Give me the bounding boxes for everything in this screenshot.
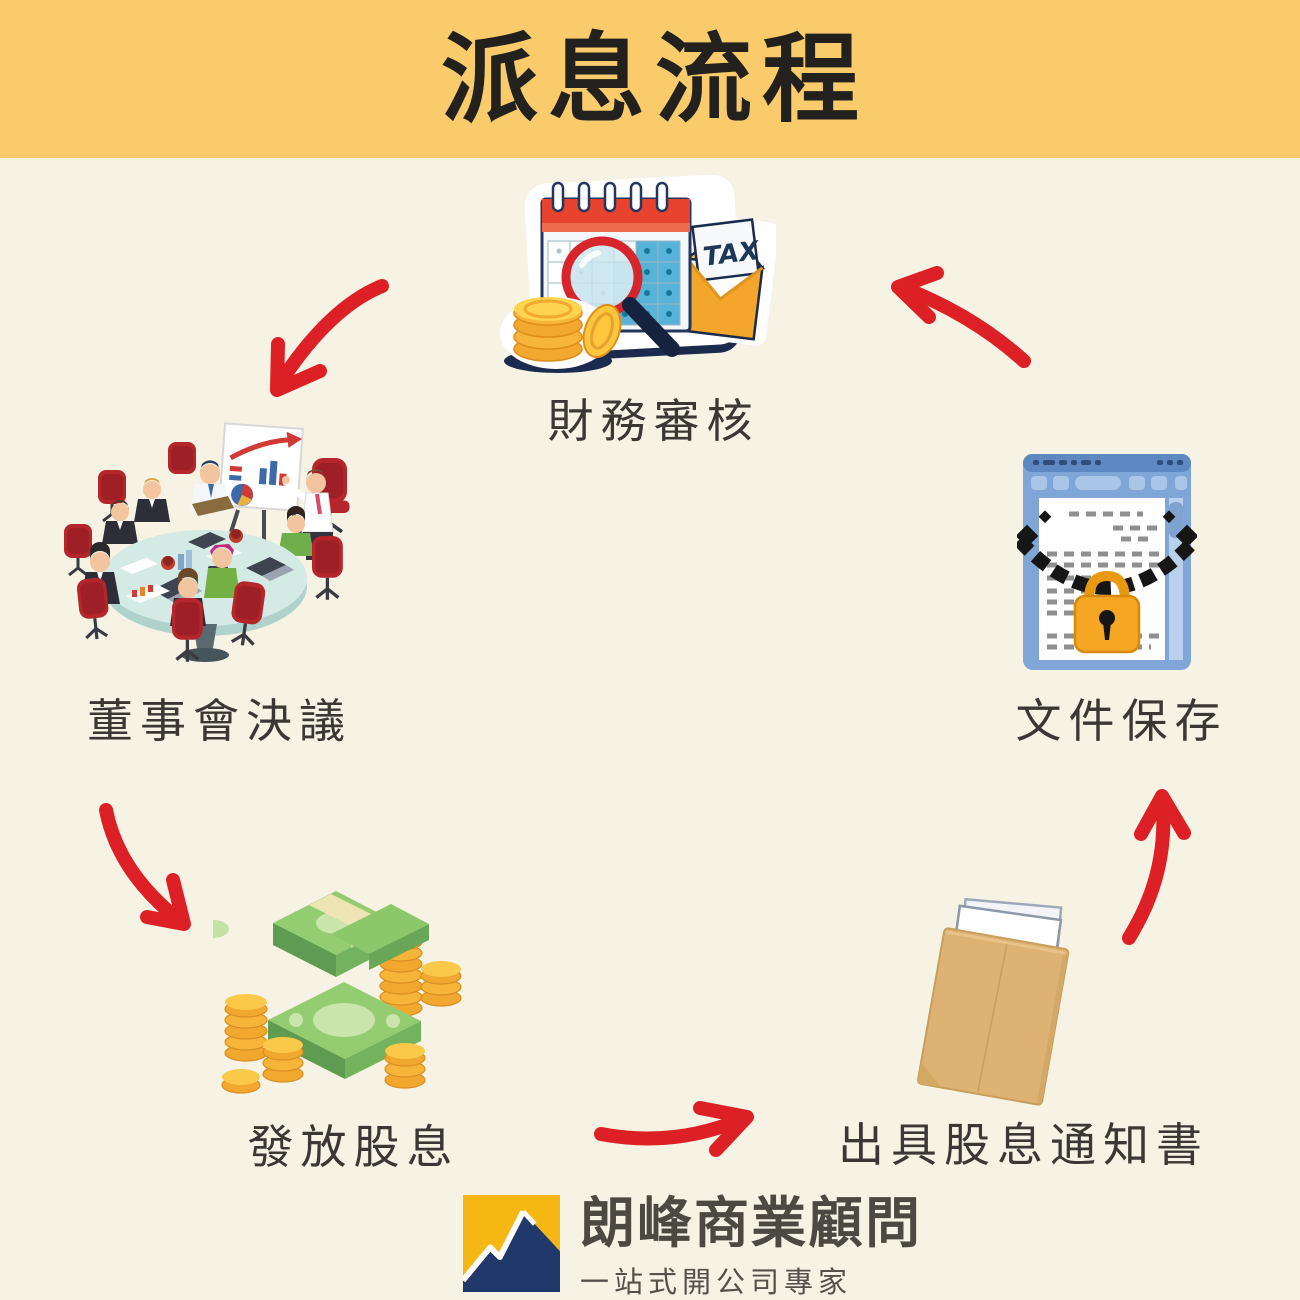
step-label-document-storage: 文件保存: [1015, 694, 1228, 748]
step-label-financial-review: 財務審核: [547, 394, 760, 448]
tax-badge: TAX: [701, 236, 762, 273]
step-label-board-resolution: 董事會決議: [87, 694, 352, 748]
arrow-board-to-dividend-icon: [99, 803, 191, 931]
step-label-distribute-dividend: 發放股息: [247, 1120, 460, 1174]
page-title: 派息流程: [441, 22, 869, 136]
brand-name: 朗峰商業顧問: [580, 1191, 923, 1255]
mountain-peak-logo-icon: [463, 1195, 560, 1292]
locked-document-icon: [1017, 448, 1197, 688]
calendar-tax-audit-icon: TAX: [500, 165, 776, 377]
arrow-storage-to-review-icon: [891, 266, 1031, 368]
board-meeting-icon: [60, 408, 355, 683]
brand-tagline: 一站式開公司專家: [580, 1264, 853, 1299]
cash-and-coins-icon: [213, 878, 465, 1102]
header-banner: 派息流程: [0, 0, 1300, 158]
arrow-dividend-to-notice-icon: [594, 1101, 754, 1157]
arrow-review-to-board-icon: [270, 279, 389, 397]
footer-brand-lockup: 朗峰商業顧問 一站式開公司專家: [463, 1191, 923, 1300]
kraft-envelope-documents-icon: [910, 898, 1085, 1116]
arrow-notice-to-storage-icon: [1122, 789, 1191, 945]
step-label-dividend-notice: 出具股息通知書: [838, 1118, 1209, 1172]
